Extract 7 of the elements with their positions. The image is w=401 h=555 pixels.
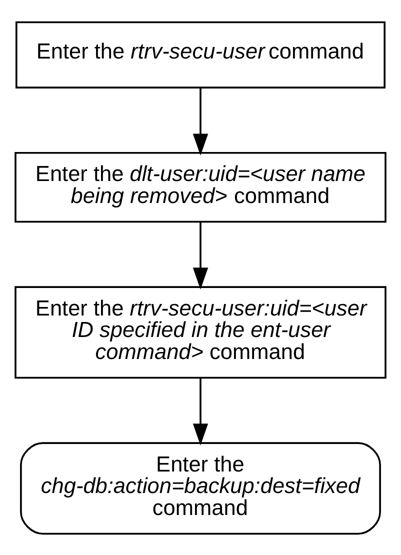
node-box: Enter the rtrv-secu-user command: [16, 20, 386, 88]
node-box: Enter the dlt-user:uid=<user name being removed> command: [14, 151, 386, 222]
arrow: [192, 378, 208, 445]
arrow: [192, 87, 208, 156]
arrow: [192, 221, 208, 289]
node-box: Enter the rtrv-secu-user:uid=<user ID specified in the ent-user command> command: [14, 286, 386, 378]
node-box: Enter the chg-db:action=backup:dest=fixed command: [20, 442, 381, 534]
